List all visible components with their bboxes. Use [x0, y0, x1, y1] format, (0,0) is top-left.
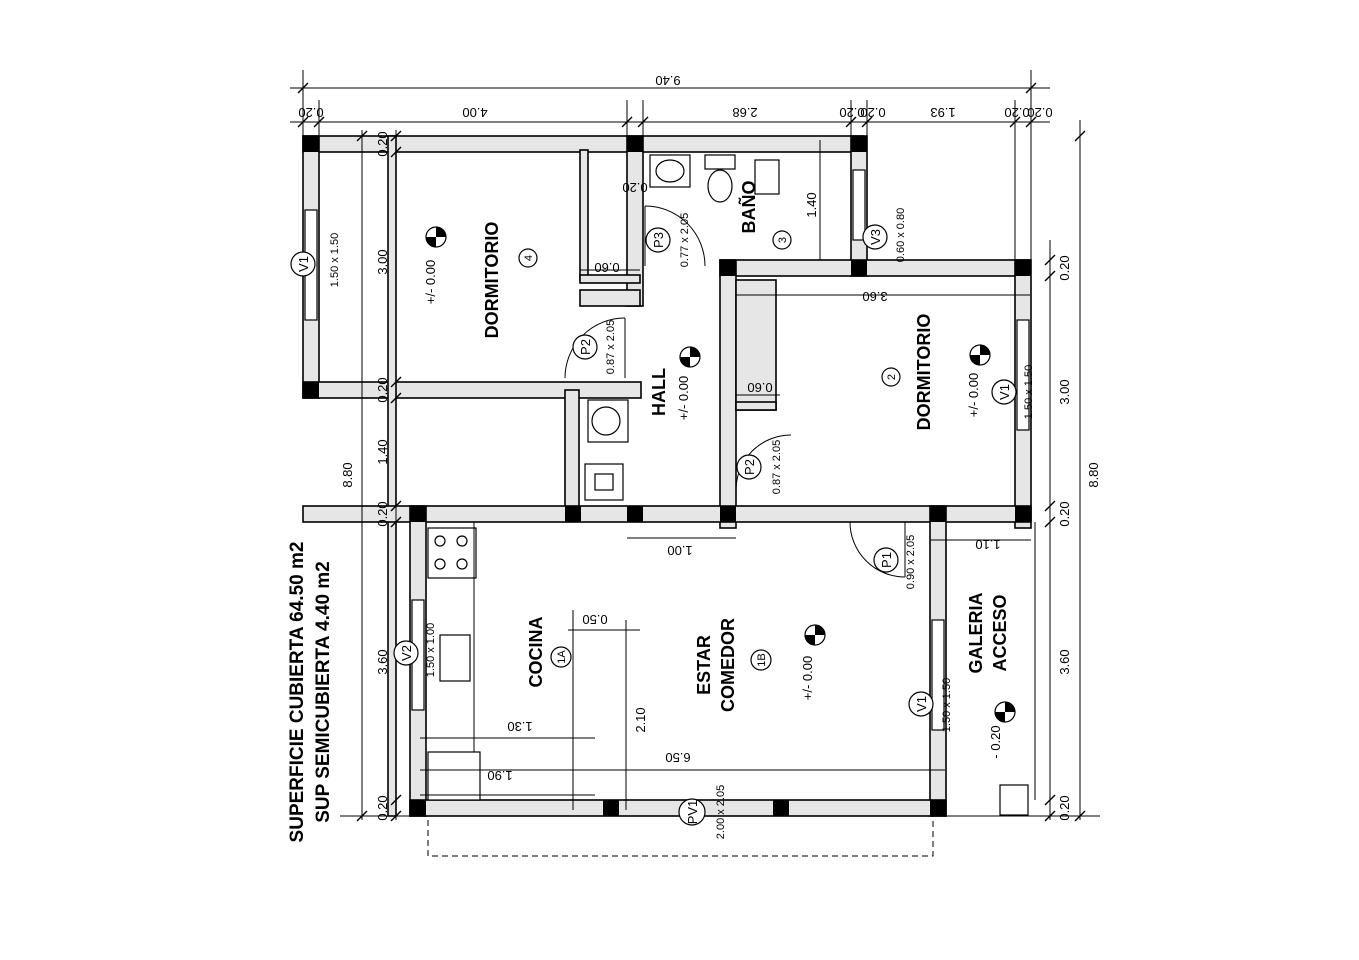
room-name-comedor: COMEDOR — [718, 618, 738, 712]
size-p3: 0.77 x 2.05 — [679, 213, 691, 267]
dim-060-b: 0.60 — [747, 380, 772, 395]
room-num-estar: 1B — [756, 653, 768, 666]
dim-060-a: 0.60 — [594, 260, 619, 275]
dim-top-c: 2.68 — [732, 105, 757, 120]
dim-top-h: 0.20 — [1027, 105, 1052, 120]
size-v1-left: 1.50 x 1.50 — [329, 233, 341, 287]
room-name-hall: HALL — [649, 368, 669, 416]
size-v1-right: 1.50 x 1.50 — [1023, 365, 1035, 419]
summary-line-1: SUPERFICIE CUBIERTA 64.50 m2 — [287, 542, 308, 843]
fixtures — [427, 154, 1029, 816]
dim-top-f: 1.93 — [930, 105, 955, 120]
level-markers — [425, 226, 1016, 723]
dim-left-total: 8.80 — [340, 462, 355, 487]
dim-left-e: 0.20 — [375, 501, 390, 526]
dim-050: 0.50 — [582, 612, 607, 627]
size-v3: 0.60 x 0.80 — [895, 208, 907, 262]
room-level-dormitorio-2: +/- 0.00 — [966, 373, 981, 417]
size-p1: 0.90 x 2.05 — [905, 535, 917, 589]
room-level-galeria: - 0.20 — [988, 725, 1003, 758]
room-level-hall: +/- 0.00 — [676, 376, 691, 420]
dim-right-a: 0.20 — [1057, 255, 1072, 280]
dim-130: 1.30 — [507, 719, 532, 734]
room-name-dormitorio-4: DORMITORIO — [482, 222, 502, 339]
room-num-dormitorio-2: 2 — [886, 374, 898, 380]
room-name-galeria: GALERIA — [966, 592, 986, 673]
tag-v2: V2 — [399, 645, 414, 661]
room-name-dormitorio-2: DORMITORIO — [914, 314, 934, 431]
room-name-bano: BAÑO — [738, 181, 759, 234]
tag-p2-left: P2 — [578, 339, 593, 355]
tag-v1-galeria: V1 — [914, 696, 929, 712]
dim-right-b: 3.00 — [1057, 379, 1072, 404]
dim-top-e: 0.20 — [860, 105, 885, 120]
room-num-dormitorio-4: 4 — [523, 255, 535, 261]
summary-line-2: SUP SEMICUBIERTA 4.40 m2 — [313, 561, 334, 823]
dim-110: 1.10 — [975, 537, 1000, 552]
dim-left-c: 0.20 — [375, 377, 390, 402]
dim-left-g: 0.20 — [375, 795, 390, 820]
dim-bath-140: 1.40 — [804, 192, 819, 217]
size-p2-left: 0.87 x 2.05 — [605, 320, 617, 374]
dim-left-f: 3.60 — [375, 649, 390, 674]
dim-190: 1.90 — [487, 768, 512, 783]
dim-total-top: 9.40 — [655, 73, 680, 88]
room-num-bano: 3 — [777, 237, 789, 243]
dim-100: 1.00 — [667, 543, 692, 558]
dim-left-b: 3.00 — [375, 249, 390, 274]
dim-650: 6.50 — [665, 750, 690, 765]
room-name-cocina: COCINA — [526, 617, 546, 688]
room-num-cocina: 1A — [556, 650, 568, 664]
dim-left-a: 0.20 — [375, 131, 390, 156]
dim-right-total: 8.80 — [1086, 462, 1101, 487]
dim-left-d: 1.40 — [375, 439, 390, 464]
tag-pv1: PV1 — [685, 800, 700, 825]
tag-p1: P1 — [879, 552, 894, 568]
dim-bath-020: 0.20 — [622, 180, 647, 195]
size-pv1: 2.00 x 2.05 — [715, 785, 727, 839]
tag-v1-left: V1 — [296, 256, 311, 272]
dim-right-c: 0.20 — [1057, 501, 1072, 526]
size-v2: 1.50 x 1.00 — [425, 623, 437, 677]
dim-top-b: 4.00 — [462, 105, 487, 120]
dim-210: 2.10 — [633, 707, 648, 732]
labels: 9.40 0.20 4.00 2.68 0.20 0.20 1.93 0.20 … — [287, 73, 1101, 842]
dim-top-g: 0.20 — [1004, 105, 1029, 120]
tag-v3: V3 — [868, 229, 883, 245]
tag-p3: P3 — [651, 232, 666, 248]
size-v1-galeria: 1.50 x 1.50 — [941, 678, 953, 732]
columns — [303, 136, 1031, 816]
tag-p2-right: P2 — [742, 459, 757, 475]
room-name-estar: ESTAR — [694, 635, 714, 695]
size-p2-right: 0.87 x 2.05 — [771, 440, 783, 494]
room-level-estar: +/- 0.00 — [800, 656, 815, 700]
dim-top-a: 0.20 — [298, 105, 323, 120]
tag-v1-right: V1 — [997, 384, 1012, 400]
room-level-dormitorio-4: +/- 0.00 — [423, 260, 438, 304]
dim-right-d: 3.60 — [1057, 649, 1072, 674]
dim-right-e: 0.20 — [1057, 795, 1072, 820]
dim-360: 3.60 — [862, 289, 887, 304]
dim-top-d: 0.20 — [839, 105, 864, 120]
room-name-acceso: ACCESO — [990, 594, 1010, 671]
